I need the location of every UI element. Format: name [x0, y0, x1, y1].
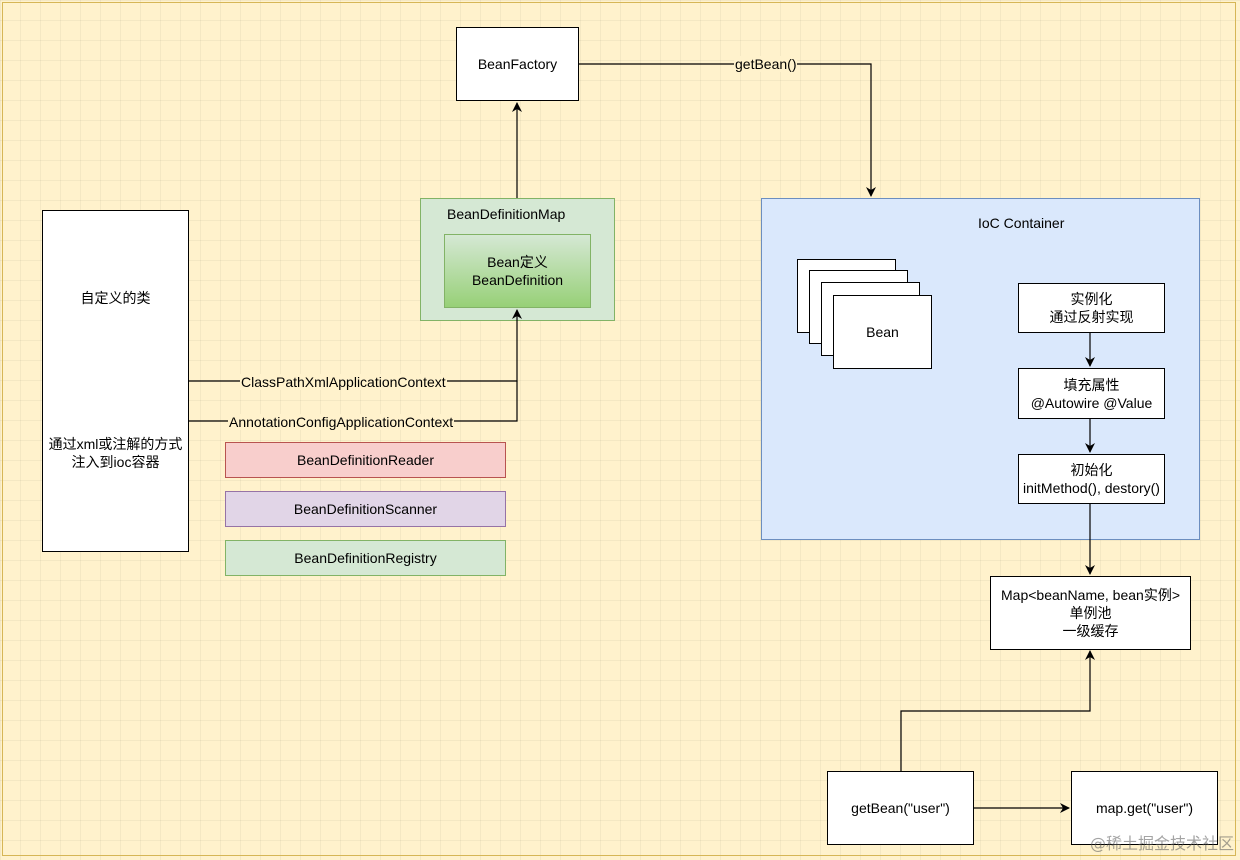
- map-get-user-node[interactable]: map.get("user"): [1071, 771, 1218, 845]
- get-bean-user-node[interactable]: getBean("user"): [827, 771, 974, 845]
- edge-label-classpath-xml: ClassPathXmlApplicationContext: [240, 374, 447, 390]
- custom-class-node[interactable]: 自定义的类 通过xml或注解的方式 注入到ioc容器: [42, 210, 189, 552]
- bean-definition-scanner-node[interactable]: BeanDefinitionScanner: [225, 491, 506, 527]
- bean-node[interactable]: Bean: [833, 295, 932, 369]
- edge-getbean-to-pool: [900, 650, 1095, 771]
- edge-label-get-bean: getBean(): [734, 56, 798, 72]
- edge-factory-to-ioc: [579, 63, 876, 197]
- bean-definition-reader-node[interactable]: BeanDefinitionReader: [225, 442, 506, 478]
- populate-properties-node[interactable]: 填充属性 @Autowire @Value: [1018, 368, 1165, 419]
- bean-definition-map-label: BeanDefinitionMap: [447, 206, 566, 222]
- bean-definition-node[interactable]: Bean定义 BeanDefinition: [444, 234, 591, 308]
- instantiate-node[interactable]: 实例化 通过反射实现: [1018, 283, 1165, 333]
- custom-class-title: 自定义的类: [80, 290, 151, 306]
- singleton-pool-node[interactable]: Map<beanName, bean实例> 单例池 一级缓存: [990, 576, 1191, 650]
- ioc-container-label: IoC Container: [978, 215, 1065, 231]
- initialize-node[interactable]: 初始化 initMethod(), destory(): [1018, 454, 1165, 504]
- bean-factory-node[interactable]: BeanFactory: [456, 27, 579, 101]
- edge-label-annotation-config: AnnotationConfigApplicationContext: [228, 414, 455, 430]
- bean-definition-registry-node[interactable]: BeanDefinitionRegistry: [225, 540, 506, 576]
- edge-classpath-xml: [189, 309, 522, 382]
- custom-class-description: 通过xml或注解的方式 注入到ioc容器: [48, 436, 183, 470]
- watermark: @稀土掘金技术社区: [1089, 834, 1234, 853]
